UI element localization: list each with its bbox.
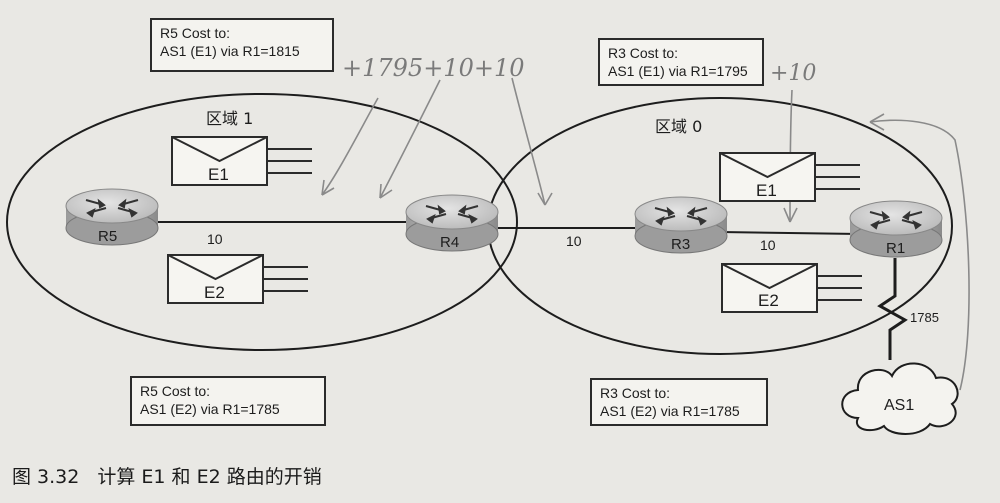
router-r5-label: R5	[98, 228, 117, 245]
as1-label: AS1	[884, 397, 914, 414]
lsa-envelope-area1-e2	[167, 254, 309, 304]
cost-r4-r3: 10	[566, 233, 582, 249]
cost-r1-as1: 1785	[910, 310, 939, 325]
figure-number: 图 3.32	[12, 466, 80, 488]
cost-box-r5-e1-line1: R5 Cost to:	[160, 25, 231, 41]
cost-box-r3-e2: R3 Cost to: AS1 (E2) via R1=1785	[590, 378, 768, 426]
area-0-label: 区域 0	[655, 117, 702, 136]
area-1-ellipse	[6, 93, 518, 351]
cost-box-r5-e1-line2: AS1 (E1) via R1=1815	[160, 43, 300, 59]
lsa-envelope-area1-e1	[171, 136, 313, 186]
area-1-label: 区域 1	[206, 109, 253, 128]
handwritten-arrows	[321, 77, 970, 391]
handwritten-r3-calc: +10	[770, 61, 816, 86]
handwritten-r5-calc: +1795+10+10	[342, 54, 524, 82]
lsa-envelope-area0-e1	[719, 152, 861, 202]
lsa-label-area1-e2: E2	[204, 283, 225, 302]
lsa-envelope-area0-e2	[721, 263, 863, 313]
cost-r5-r4: 10	[207, 231, 223, 247]
cost-box-r3-e1-line1: R3 Cost to:	[608, 45, 679, 61]
cost-box-r5-e2-line2: AS1 (E2) via R1=1785	[140, 401, 280, 417]
router-r4-label: R4	[440, 234, 459, 251]
router-r3-label: R3	[671, 236, 690, 253]
figure-title: 计算 E1 和 E2 路由的开销	[97, 466, 322, 488]
cost-box-r3-e2-line1: R3 Cost to:	[600, 385, 671, 401]
link-r1-as1	[877, 258, 908, 360]
cost-r3-r1: 10	[760, 237, 776, 253]
lsa-label-area0-e2: E2	[758, 291, 779, 310]
figure-caption: 图 3.32 计算 E1 和 E2 路由的开销	[12, 462, 322, 489]
cost-box-r5-e2: R5 Cost to: AS1 (E2) via R1=1785	[130, 376, 326, 426]
cost-box-r3-e2-line2: AS1 (E2) via R1=1785	[600, 403, 740, 419]
lsa-label-area1-e1: E1	[208, 165, 229, 184]
router-r1-label: R1	[886, 240, 905, 257]
cost-box-r3-e1-line2: AS1 (E1) via R1=1795	[608, 63, 748, 79]
cost-box-r3-e1: R3 Cost to: AS1 (E1) via R1=1795	[598, 38, 764, 86]
as1-cloud: AS1	[841, 362, 959, 435]
cost-box-r5-e2-line1: R5 Cost to:	[140, 383, 211, 399]
link-r3-r1	[719, 231, 861, 235]
cost-box-r5-e1: R5 Cost to: AS1 (E1) via R1=1815	[150, 18, 334, 72]
lsa-label-area0-e1: E1	[756, 181, 777, 200]
